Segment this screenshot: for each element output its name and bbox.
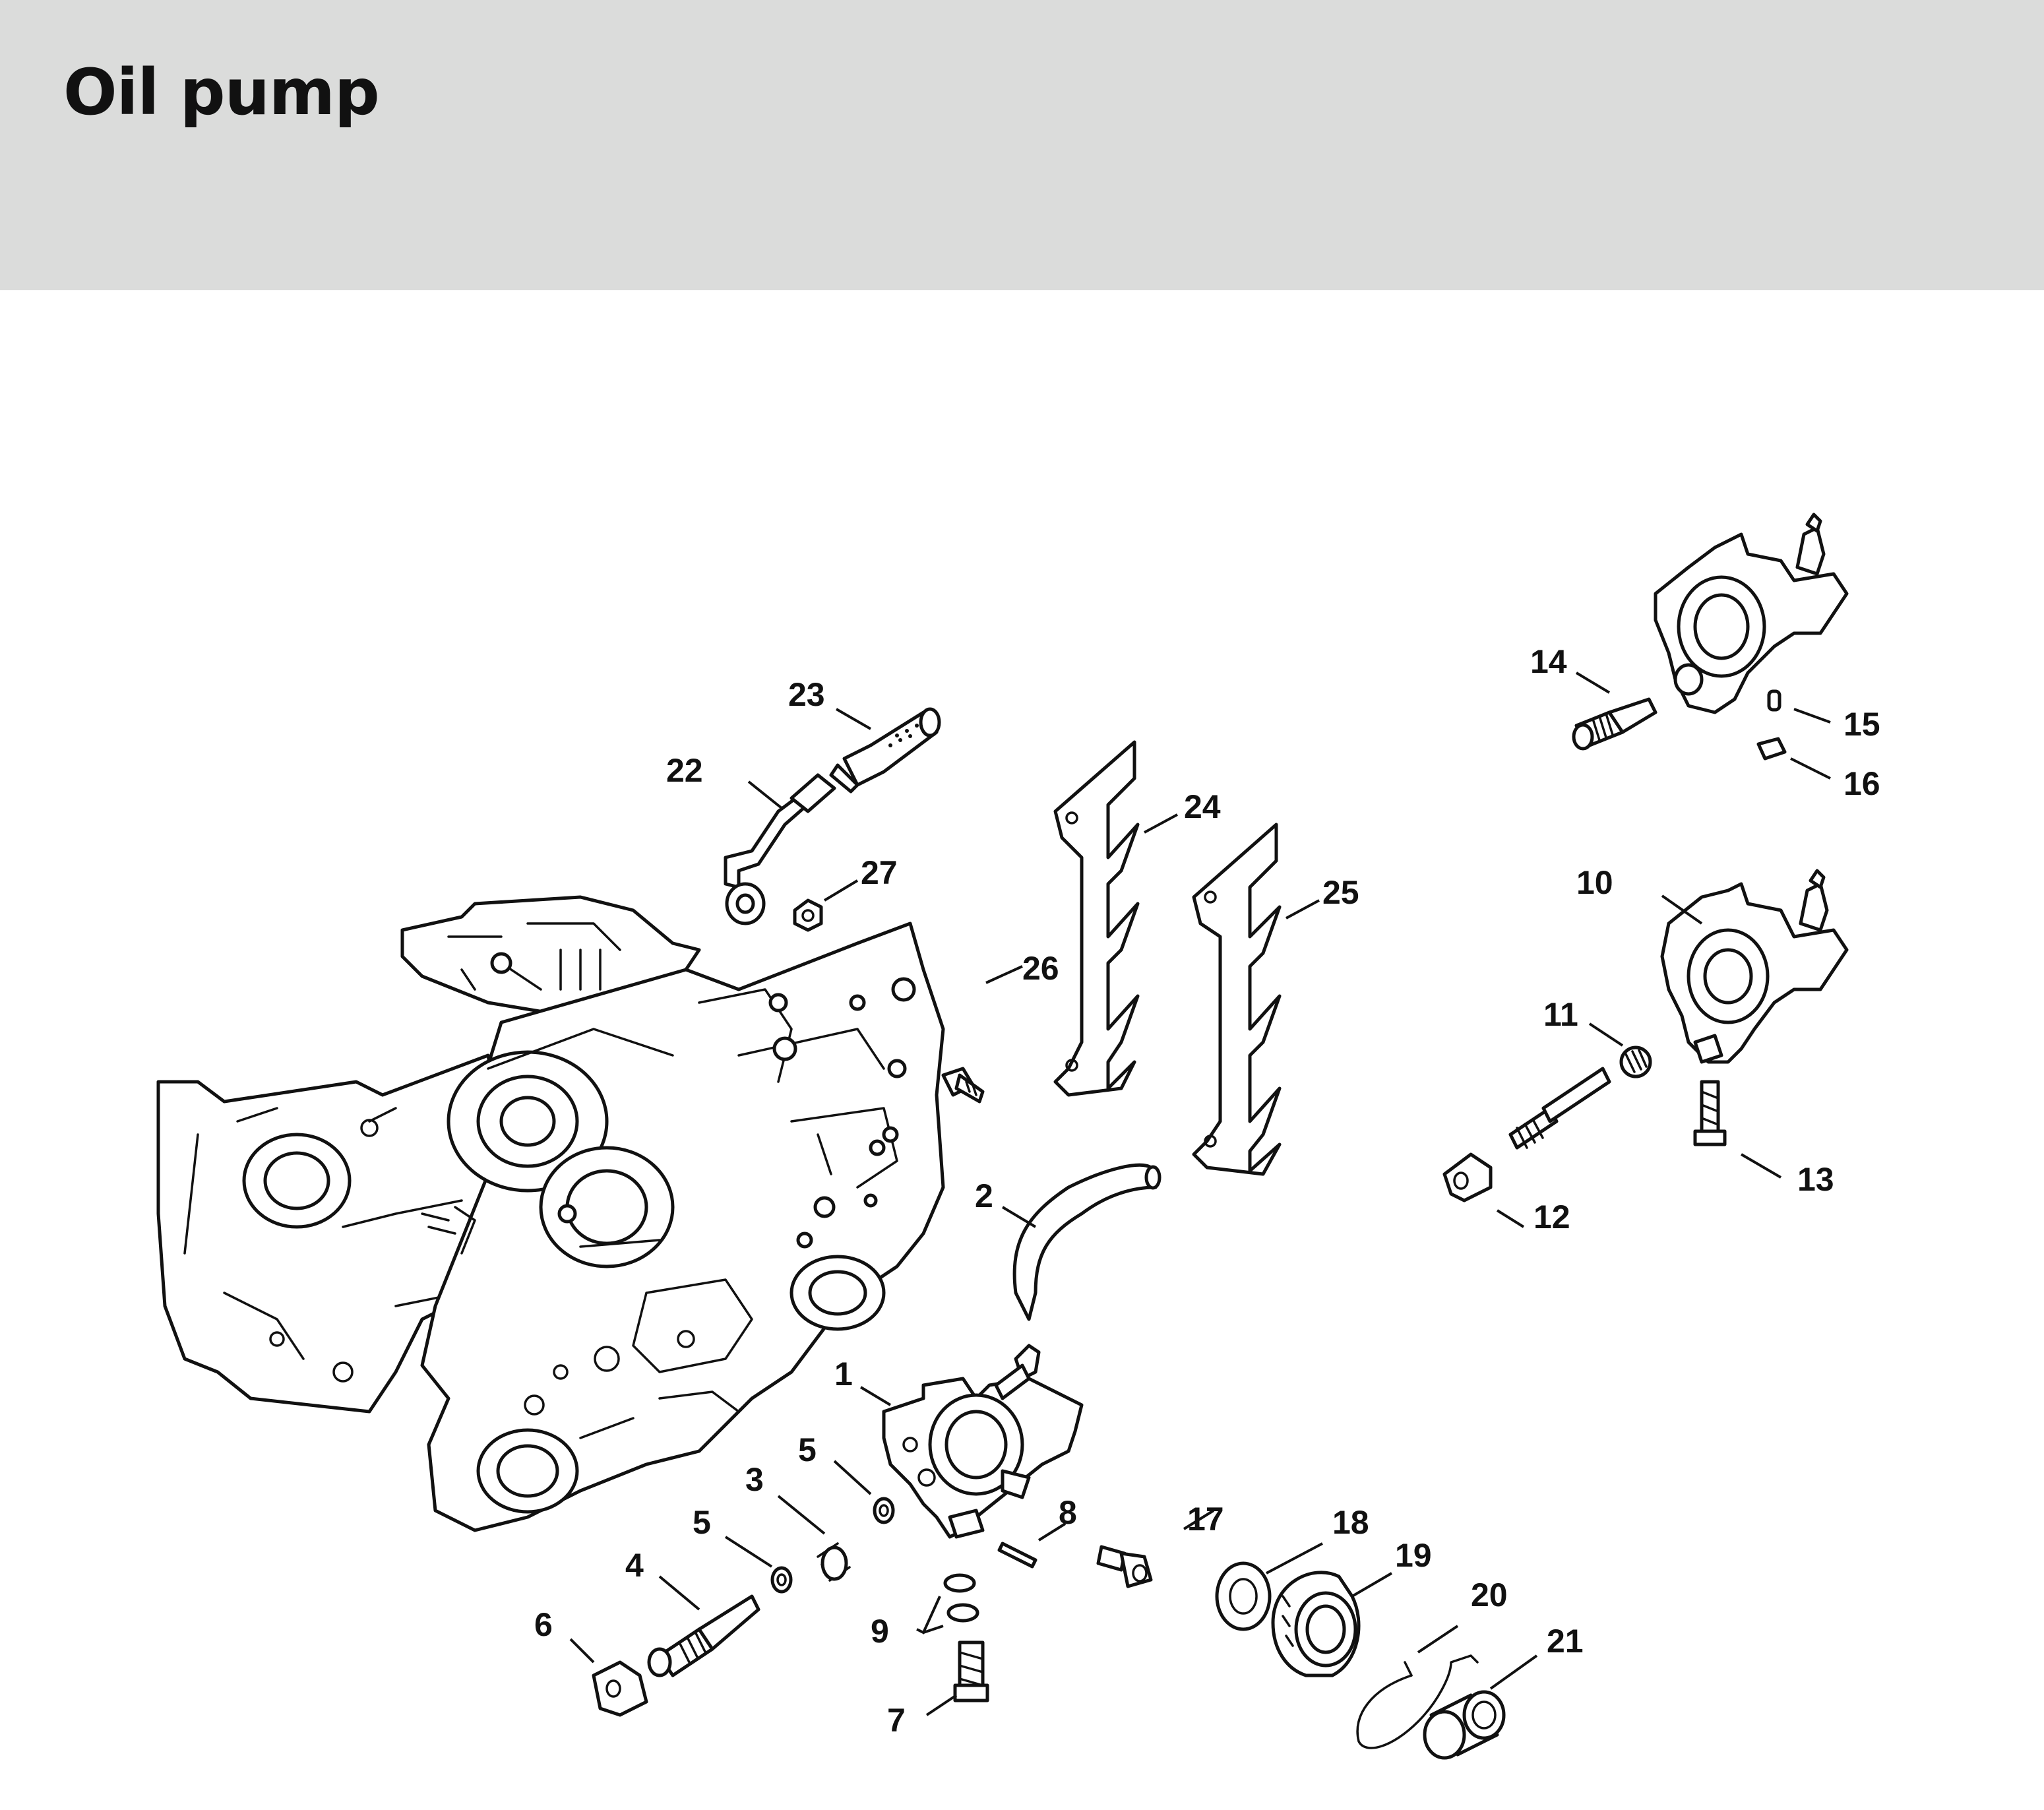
callout-27: 27 [861, 854, 898, 891]
part-22-oil-line [724, 773, 836, 925]
callout-7: 7 [887, 1702, 906, 1739]
part-24-spike-bumper [1053, 740, 1140, 1097]
part-27-nut [793, 898, 823, 932]
callout-19: 19 [1395, 1537, 1432, 1574]
callout-23: 23 [788, 676, 825, 713]
callout-13: 13 [1797, 1161, 1834, 1198]
part-12-worm-shaft [1508, 1067, 1611, 1150]
callout-9: 9 [871, 1613, 889, 1650]
callout-6: 6 [534, 1606, 553, 1643]
leader-lines [569, 671, 1831, 1716]
part-10-oil-pump [1660, 869, 1849, 1064]
page-title: Oil pump [63, 55, 380, 129]
part-9-o-rings [943, 1573, 979, 1623]
part-2-hose [1012, 1163, 1161, 1321]
callout-21: 21 [1547, 1623, 1584, 1660]
part-13-screw [1693, 1080, 1727, 1146]
callout-10: 10 [1576, 864, 1613, 901]
callout-12: 12 [1533, 1199, 1570, 1235]
part-7-screw [953, 1640, 989, 1702]
part-4-worm-shaft [647, 1594, 760, 1677]
callout-1: 1 [834, 1356, 853, 1392]
part-25-spike-bumper [1192, 823, 1282, 1176]
callout-4: 4 [625, 1547, 644, 1584]
part-26-screw [941, 1067, 985, 1104]
part-6-cap [592, 1660, 648, 1717]
callout-labels: 1 2 3 4 5 5 6 7 8 9 10 11 12 13 14 15 16… [534, 643, 1880, 1739]
part-14-pump-assembly [1654, 513, 1849, 714]
part-3-spring [817, 1542, 851, 1582]
crankcase-housing [156, 895, 945, 1532]
part-8-pin [997, 1542, 1037, 1569]
part-1-oil-pump [882, 1344, 1084, 1539]
callout-16: 16 [1843, 765, 1880, 802]
callout-18: 18 [1332, 1504, 1369, 1541]
part-19-threaded-ring [1271, 1571, 1361, 1677]
part-21-sleeve [1423, 1690, 1506, 1760]
part-23-strainer [829, 707, 941, 794]
header-banner: Oil pump [0, 0, 2044, 290]
callout-22: 22 [666, 752, 703, 789]
callout-3: 3 [745, 1461, 764, 1498]
part-14-worm-shaft [1572, 697, 1657, 751]
part-11-spring [1619, 1045, 1652, 1078]
callout-8: 8 [1059, 1494, 1077, 1531]
callout-14: 14 [1530, 643, 1567, 680]
callout-20: 20 [1471, 1576, 1508, 1613]
callout-17: 17 [1187, 1501, 1224, 1538]
part-20-circlip [1356, 1654, 1479, 1749]
part-18-washer [1215, 1561, 1272, 1631]
part-5-washer-a [873, 1497, 895, 1524]
callout-5-lower: 5 [693, 1504, 711, 1541]
part-15-pin [1767, 689, 1781, 712]
callout-26: 26 [1022, 950, 1059, 987]
callout-5-upper: 5 [798, 1431, 817, 1468]
callout-11: 11 [1543, 996, 1578, 1033]
callout-25: 25 [1322, 874, 1359, 911]
callout-24: 24 [1184, 788, 1221, 825]
part-5-washer-b [770, 1566, 793, 1594]
callout-15: 15 [1843, 706, 1880, 743]
callout-2: 2 [975, 1177, 993, 1214]
part-12-cap [1442, 1152, 1493, 1202]
part-17-screw [1096, 1545, 1153, 1588]
part-16-cap [1756, 737, 1787, 761]
